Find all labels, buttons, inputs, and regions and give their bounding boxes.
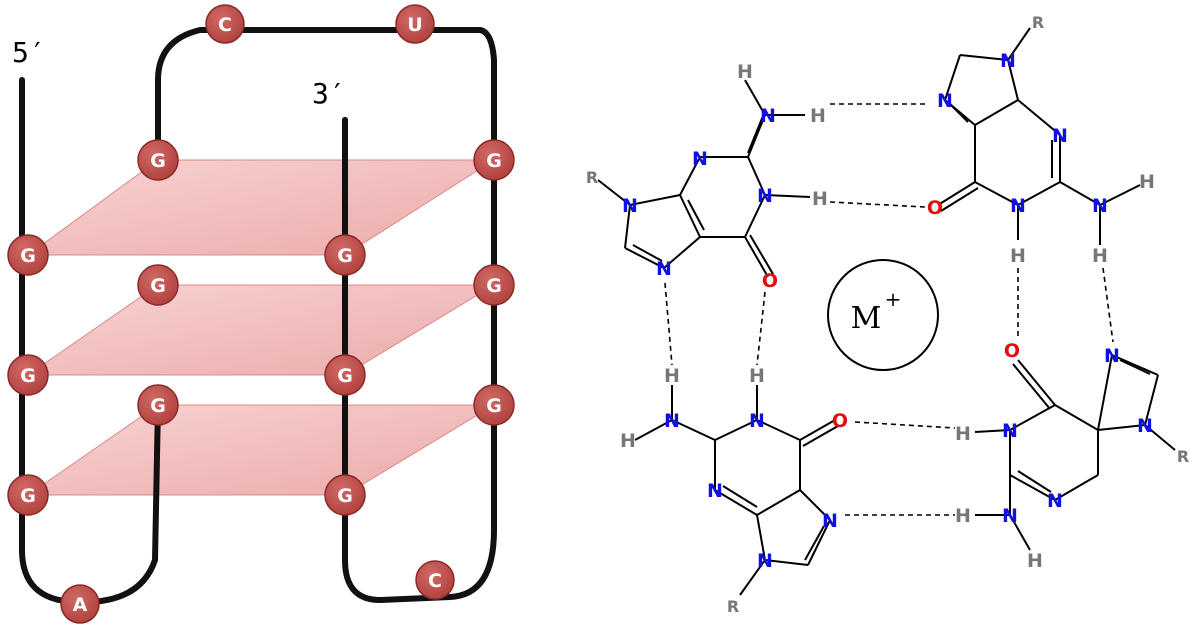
guanine-middle-front-left: G: [7, 354, 49, 396]
svg-text:N: N: [1092, 195, 1108, 217]
svg-text:C: C: [218, 14, 232, 36]
svg-text:H: H: [810, 105, 826, 127]
svg-text:N: N: [1137, 415, 1153, 437]
guanine-bottom-front-left: G: [7, 474, 49, 516]
back-backbone: [155, 27, 497, 603]
svg-text:G: G: [337, 245, 353, 267]
svg-text:R: R: [1177, 447, 1189, 466]
svg-text:O: O: [927, 197, 943, 219]
svg-text:N: N: [692, 148, 708, 170]
nucleotide-loop-c-top: C: [205, 4, 245, 44]
svg-text:O: O: [762, 270, 778, 292]
svg-text:N: N: [1000, 50, 1016, 72]
guanine-bottom-back-right: G: [473, 384, 515, 426]
quadruplex-diagram: 5′ 3′ C U G G G G G: [7, 4, 515, 624]
svg-text:H: H: [749, 365, 765, 387]
guanine-middle-back-right: G: [473, 264, 515, 306]
svg-text:G: G: [337, 365, 353, 387]
svg-text:G: G: [150, 395, 166, 417]
guanine-middle-front-right: G: [324, 354, 366, 396]
svg-text:G: G: [486, 150, 502, 172]
svg-text:N: N: [1104, 345, 1120, 367]
guanine-top-back-right: G: [473, 139, 515, 181]
svg-text:H: H: [812, 188, 828, 210]
svg-text:C: C: [428, 570, 442, 592]
svg-text:N: N: [757, 185, 773, 207]
svg-text:N: N: [1047, 490, 1063, 512]
svg-text:O: O: [832, 410, 848, 432]
svg-text:G: G: [486, 395, 502, 417]
three-prime-label: 3′: [312, 77, 346, 110]
guanine-lower-left: N N N N N O H H H R: [620, 365, 848, 616]
hydrogen-bonds: [664, 103, 1114, 516]
svg-text:G: G: [150, 150, 166, 172]
svg-text:H: H: [1139, 171, 1155, 193]
svg-text:+: +: [885, 287, 902, 311]
svg-text:G: G: [486, 275, 502, 297]
tetrad-plane-middle: [26, 284, 496, 376]
svg-text:N: N: [1002, 505, 1018, 527]
guanine-top-front-left: G: [7, 234, 49, 276]
svg-text:H: H: [1027, 550, 1043, 572]
svg-text:N: N: [757, 550, 773, 572]
svg-text:H: H: [737, 61, 753, 83]
svg-text:U: U: [407, 14, 422, 36]
svg-text:H: H: [1092, 245, 1108, 267]
guanine-bottom-back-left: G: [137, 384, 179, 426]
svg-text:N: N: [1010, 195, 1026, 217]
tetrad-planes: [26, 159, 496, 496]
five-prime-label: 5′: [12, 36, 46, 69]
svg-text:N: N: [1002, 420, 1018, 442]
metal-ion: M +: [827, 259, 939, 371]
tetrad-plane-top: [26, 159, 496, 256]
svg-text:R: R: [727, 597, 739, 616]
guanine-top-front-right: G: [324, 234, 366, 276]
svg-text:N: N: [749, 410, 765, 432]
svg-text:N: N: [760, 105, 776, 127]
guanine-lower-right: N N N N N O H H H R: [955, 340, 1189, 572]
svg-text:M: M: [851, 301, 882, 336]
svg-text:O: O: [1004, 340, 1020, 362]
guanine-bottom-front-right: G: [324, 474, 366, 516]
svg-text:N: N: [664, 410, 680, 432]
svg-text:A: A: [73, 594, 88, 616]
svg-text:G: G: [20, 365, 36, 387]
svg-text:G: G: [20, 245, 36, 267]
svg-text:H: H: [955, 505, 971, 527]
nucleotide-loop-u-top: U: [395, 4, 435, 44]
svg-text:N: N: [707, 480, 723, 502]
svg-text:H: H: [664, 365, 680, 387]
svg-text:R: R: [1032, 13, 1044, 32]
svg-text:N: N: [1052, 125, 1068, 147]
guanine-middle-back-left: G: [137, 264, 179, 306]
tetrad-plane-bottom: [26, 404, 496, 496]
svg-text:H: H: [1010, 245, 1026, 267]
svg-text:N: N: [656, 258, 672, 280]
guanine-upper-right: N N N N N O H H H R: [927, 13, 1155, 267]
svg-text:G: G: [20, 485, 36, 507]
svg-text:N: N: [822, 510, 838, 532]
g-tetrad-structure: M +: [586, 13, 1189, 616]
svg-text:G: G: [150, 275, 166, 297]
nucleotide-loop-c-bottom: C: [415, 560, 455, 600]
svg-text:N: N: [937, 90, 953, 112]
svg-text:H: H: [620, 430, 636, 452]
nucleotide-loop-a-bottom: A: [60, 584, 100, 624]
guanine-top-back-left: G: [137, 139, 179, 181]
guanine-upper-left: N N N N N O H H H R: [586, 61, 828, 292]
svg-text:N: N: [622, 195, 638, 217]
svg-text:G: G: [337, 485, 353, 507]
svg-text:R: R: [586, 168, 598, 187]
svg-text:H: H: [955, 423, 971, 445]
